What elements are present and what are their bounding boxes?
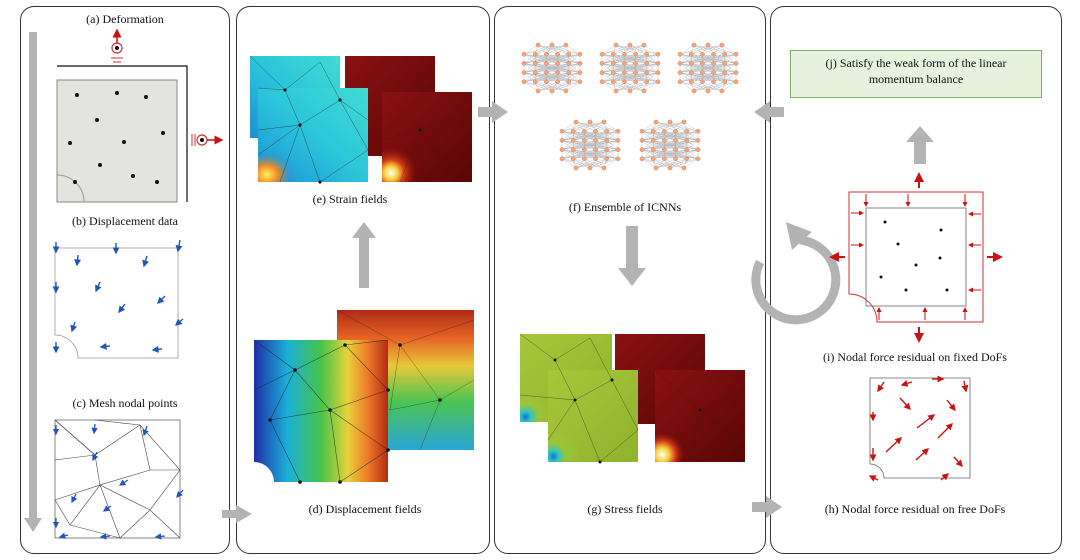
icnn-network [639,119,701,171]
cycle-arrow-icon [751,222,841,325]
icnn-network [559,119,621,171]
caption-displacement-data: (b) Displacement data [72,214,178,228]
icnn-network [599,42,661,94]
icnn-network [521,42,583,94]
flow-arrow-p1-p2 [222,505,252,523]
fixed-dof-residual [829,172,1003,343]
deformation-specimen [56,28,224,203]
strain-field-stack [249,55,473,184]
flow-arrow-down-p3 [618,226,646,286]
stress-field-stack [519,333,746,464]
free-dof-residual [868,375,971,482]
caption-fixed-dofs: (i) Nodal force residual on fixed DoFs [823,350,1007,364]
caption-ensemble-icnns: (f) Ensemble of ICNNs [568,200,682,214]
displacement-field-stack [253,309,475,484]
displacement-data-vectors [52,239,184,359]
mesh-nodal-points [52,419,184,540]
flow-arrow-up-p4 [906,126,934,164]
caption-stress-fields: (g) Stress fields [587,502,663,516]
weak-form-box: (j) Satisfy the weak form of the linear … [790,50,1042,98]
right-load-icon [191,134,224,146]
flow-arrow-p3-p4 [752,496,782,518]
caption-mesh-nodal-points: (c) Mesh nodal points [72,396,178,410]
flow-arrow-p2-p3 [478,101,508,123]
caption-displacement-fields: (d) Displacement fields [308,502,422,516]
top-load-icon [111,28,123,63]
caption-free-dofs: (h) Nodal force residual on free DoFs [824,502,1006,516]
icnn-ensemble [521,42,739,171]
flow-arrow-vertical [24,32,42,532]
flow-arrow-p4-p3 [754,101,784,123]
caption-deformation: (a) Deformation [86,12,164,26]
flow-arrow-up-p2 [352,222,376,288]
icnn-network [677,42,739,94]
caption-strain-fields: (e) Strain fields [312,192,388,206]
